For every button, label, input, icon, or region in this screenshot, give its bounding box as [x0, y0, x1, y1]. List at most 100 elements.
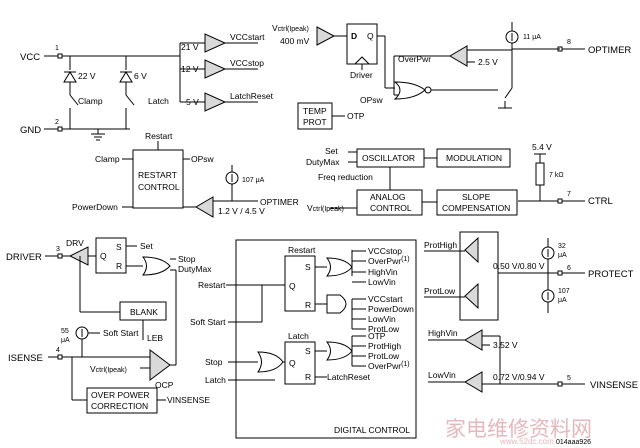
dig-powerdown: PowerDown: [368, 304, 414, 314]
dig-protlow: ProtLow: [368, 324, 400, 334]
ref-2v5: 2.5 V: [478, 57, 498, 67]
pin-num-3: 3: [56, 246, 60, 253]
restart-opsw: OPsw: [191, 154, 215, 164]
dff-driver-label: Driver: [350, 70, 373, 80]
dff-d: D: [351, 31, 357, 41]
pin-ctrl: CTRL: [588, 196, 613, 207]
restart-section: Restart RESTART CONTROL Clamp OPsw Power…: [72, 131, 299, 218]
slope-l1: SLOPE: [462, 192, 491, 202]
i-11ua: 11 μA: [523, 34, 541, 41]
watermark: 家电维修资料网: [445, 417, 592, 441]
d-flipflop: [346, 23, 378, 65]
dig-s1: S: [305, 262, 311, 272]
prot-i32: 32: [558, 243, 566, 250]
restart-top-label: Restart: [145, 131, 173, 141]
leb-label: LEB: [147, 333, 163, 343]
opc-vinsense: VINSENSE: [167, 395, 210, 405]
dig-lowvin1: LowVin: [368, 277, 396, 287]
dff-q: Q: [367, 31, 374, 41]
pin-num-8: 8: [567, 39, 571, 46]
i-55-unit: μA: [61, 337, 70, 344]
or-gate-digital: [257, 351, 284, 373]
latchreset-signal: LatchReset: [230, 91, 274, 101]
opc-l2: CORRECTION: [91, 401, 148, 411]
dig-vccstop: VCCstop: [368, 246, 402, 256]
dig-q2: Q: [289, 358, 296, 368]
nor-gate: [393, 81, 426, 100]
otp-label: OTP: [347, 111, 365, 121]
prot-i107u: μA: [558, 297, 567, 304]
or-gate-latch-s: [325, 341, 353, 361]
restart-clamp: Clamp: [95, 154, 120, 164]
opc-l1: OVER POWER: [91, 390, 150, 400]
ref-code: 014aaa926: [556, 439, 591, 446]
slope-l2: COMPENSATION: [442, 203, 510, 213]
dig-overpwr2: OverPwr(1): [368, 361, 410, 371]
ref-5v4: 5.4 V: [532, 142, 552, 152]
soft-start-label: Soft Start: [103, 328, 139, 338]
dig-highvin1: HighVin: [368, 267, 398, 277]
analog-l2: CONTROL: [370, 203, 412, 213]
i-55: 55: [61, 328, 69, 335]
restart-powerdown: PowerDown: [72, 202, 118, 212]
sr-restart: [284, 255, 316, 312]
dig-otp: OTP: [368, 331, 386, 341]
freq-reduction: Freq reduction: [318, 172, 373, 182]
drv-s: S: [116, 242, 122, 252]
ref-400mv: 400 mV: [280, 36, 310, 46]
dig-restart-label: Restart: [288, 245, 316, 255]
drv-q: Q: [100, 251, 107, 261]
dig-prothigh: ProtHigh: [368, 341, 401, 351]
watermark-url: www.52dc.com: [499, 437, 554, 446]
dff-section: D Q Driver OPsw OverPwr 2.5 V 11 μA: [346, 22, 560, 109]
prot-i107: 107: [558, 288, 570, 295]
pin-labels: VCC GND OPTIMER CTRL DRIVER PROTECT ISEN…: [6, 39, 638, 391]
pin-num-6: 6: [567, 265, 571, 272]
ref-5v: 5 V: [186, 97, 199, 107]
ocp-label: OCP: [155, 380, 174, 390]
temp-prot-block: [297, 102, 333, 130]
dig-vccstart: VCCstart: [368, 294, 403, 304]
digital-control-block: [235, 239, 417, 439]
osc-vctrl: Vctrl(Ipeak): [307, 203, 344, 213]
or-gate-restart-s: [325, 257, 353, 277]
zener-22v: 22 V: [78, 71, 96, 81]
temp-label: TEMP: [303, 106, 327, 116]
prot-high-label: ProtHigh: [424, 240, 457, 250]
latch-switch-label: Latch: [148, 96, 169, 106]
over-power-correction-block: [86, 387, 158, 414]
opsw-label: OPsw: [360, 95, 384, 105]
prot-low-label: ProtLow: [424, 286, 456, 296]
protect-section: ProtHigh ProtLow 0.50 V/0.80 V 32 μA 107…: [424, 231, 570, 321]
pin-protect: PROTECT: [588, 269, 634, 280]
and-gate-restart-r: [326, 294, 347, 314]
prot-threshold: 0.50 V/0.80 V: [493, 261, 545, 271]
pin-vcc: VCC: [20, 52, 40, 63]
temp-prot-section: TEMP PROT OTP: [297, 102, 365, 130]
blank-label: BLANK: [130, 307, 158, 317]
vctrl-top: Vctrl(Ipeak): [272, 23, 309, 33]
dig-q1: Q: [289, 281, 296, 291]
sr-latch: [284, 341, 316, 385]
pin-num-1: 1: [55, 45, 59, 52]
sr-flipflop-driver: [95, 237, 127, 274]
vin-high-label: HighVin: [428, 328, 458, 338]
slope-comp-block: [436, 189, 518, 216]
restart-optimer: OPTIMER: [260, 197, 299, 207]
dig-overpwr1: OverPwr(1): [368, 256, 410, 266]
drv-set: Set: [140, 241, 153, 251]
restart-i107: 107 μA: [242, 177, 265, 184]
drv-r: R: [116, 261, 122, 271]
drv-dutymax: DutyMax: [178, 264, 212, 274]
pin-num-2: 2: [55, 119, 59, 126]
osc-dutymax: DutyMax: [306, 157, 340, 167]
pin-optimer: OPTIMER: [588, 45, 631, 56]
supply-section: 22 V Clamp 6 V Latch 21 V 12 V 5 V VCCst…: [62, 23, 347, 141]
digital-control-section: DIGITAL CONTROL Restart Soft Start Stop …: [190, 239, 417, 439]
zener-6v: 6 V: [134, 71, 147, 81]
digital-title: DIGITAL CONTROL: [334, 425, 410, 435]
dig-r1: R: [305, 300, 311, 310]
vin-threshold: 0.72 V/0.94 V: [493, 372, 545, 382]
